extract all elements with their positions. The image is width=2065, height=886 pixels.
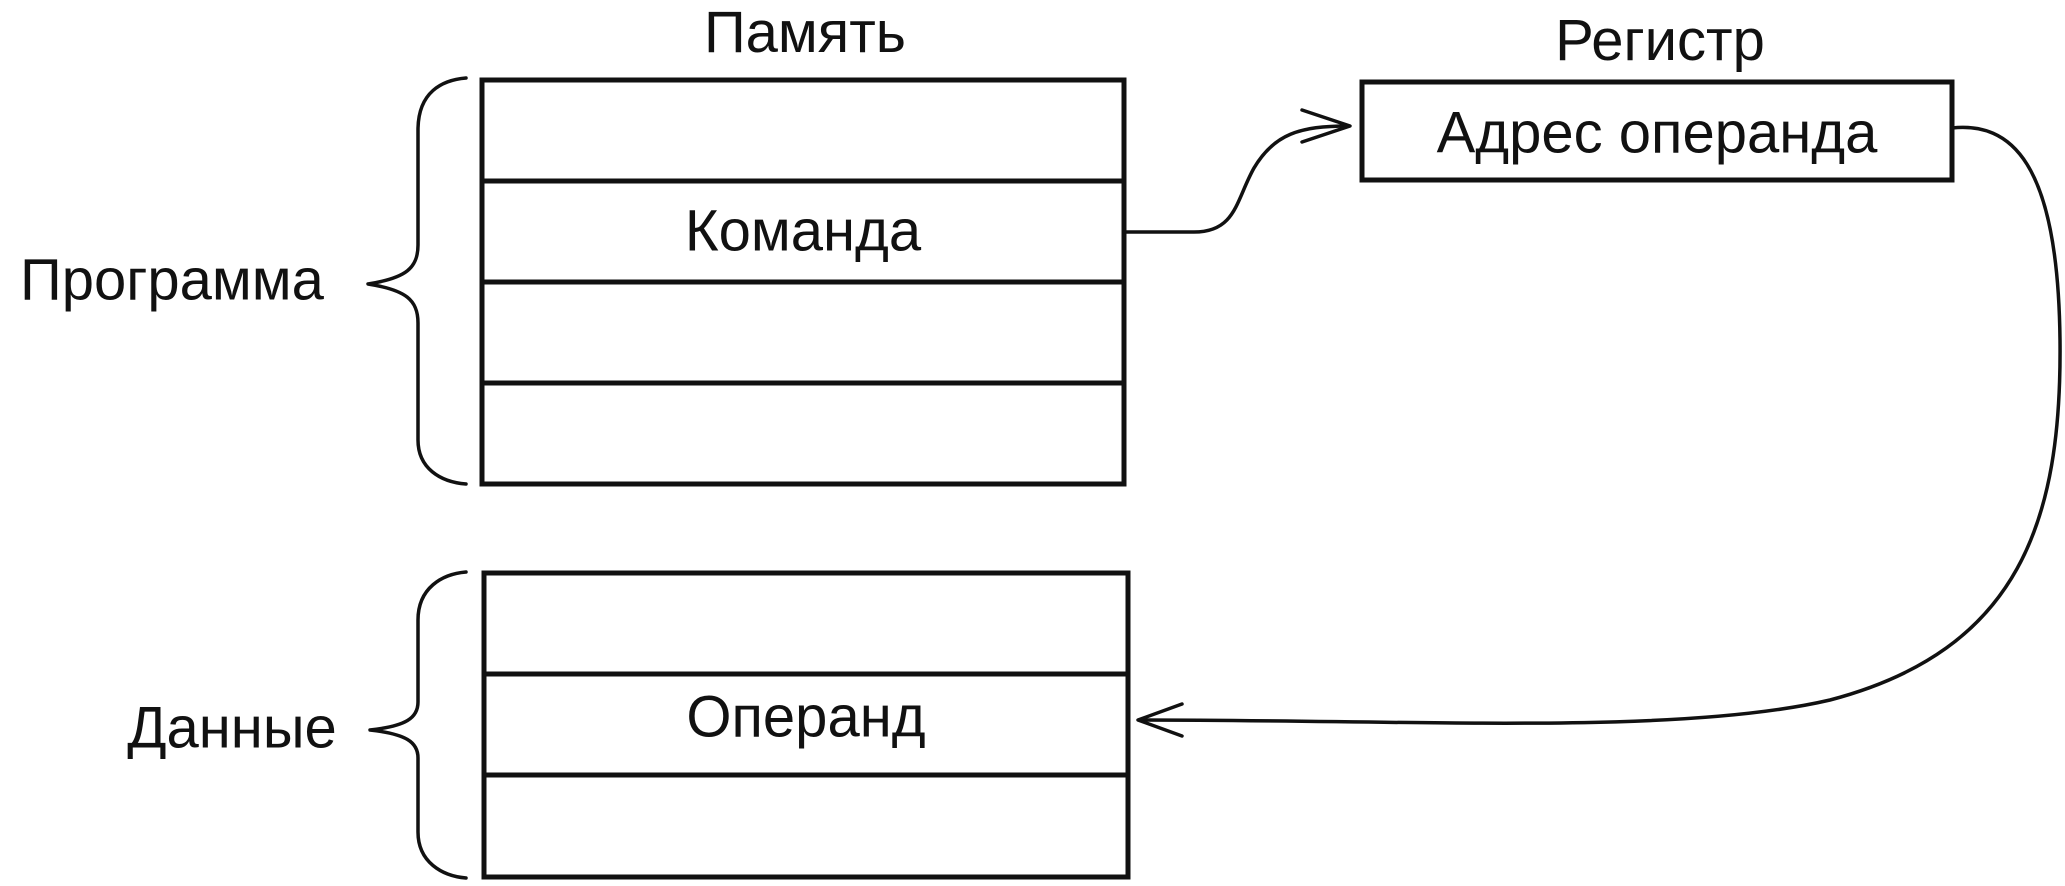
- command-to-register-arrowhead: [1300, 108, 1352, 144]
- operand-cell: Операнд: [686, 685, 925, 750]
- data-memory-block: Операнд: [481, 570, 1131, 880]
- data-group-label: Данные: [127, 696, 337, 761]
- data-brace: [368, 570, 468, 880]
- register-to-operand-arrowhead: [1136, 702, 1184, 738]
- data-memory-frame: [481, 570, 1131, 880]
- register-title: Регистр: [1555, 8, 1765, 73]
- command-cell: Команда: [685, 199, 922, 264]
- register-to-operand-arrow: [1138, 125, 2062, 725]
- command-to-register-arrow: [1122, 124, 1350, 234]
- program-brace: [366, 76, 468, 486]
- program-memory-block: Команда: [479, 77, 1127, 487]
- program-group-label: Программа: [20, 248, 325, 313]
- operand-address-cell: Адрес операнда: [1437, 101, 1878, 166]
- memory-title: Память: [704, 0, 906, 65]
- register-block: Адрес операнда: [1359, 79, 1955, 183]
- register-frame: [1359, 79, 1955, 183]
